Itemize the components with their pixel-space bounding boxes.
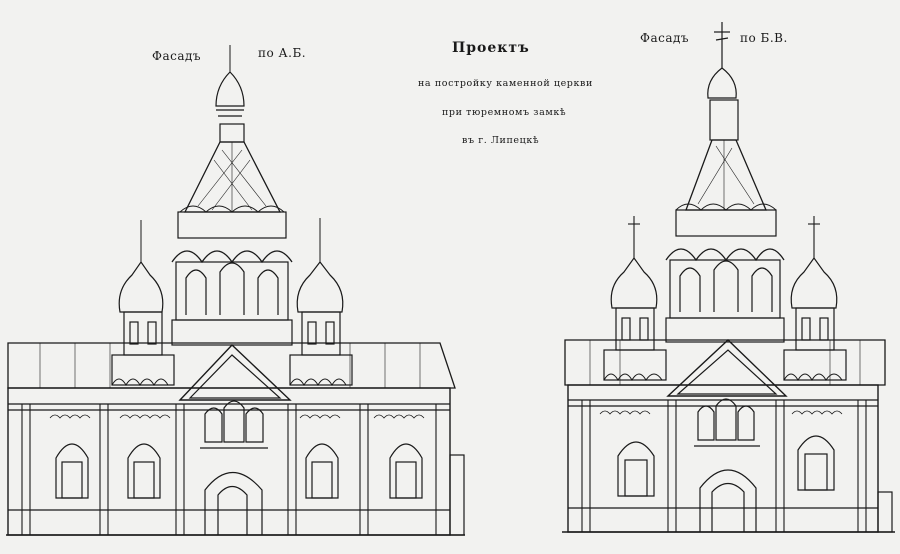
right-facade-section: по Б.В. — [740, 31, 788, 45]
project-line-3: въ г. Липецкѣ — [462, 135, 540, 146]
project-line-2: при тюремномъ замкѣ — [442, 107, 567, 118]
right-facade-caption: Фасадъ — [640, 31, 690, 45]
project-line-1: на постройку каменной церкви — [418, 78, 593, 89]
left-facade-section: по А.Б. — [258, 46, 307, 60]
project-title: Проектъ — [452, 40, 530, 56]
left-facade-drawing — [6, 45, 465, 536]
left-facade-caption: Фасадъ — [152, 49, 202, 63]
right-facade-drawing — [562, 22, 895, 533]
